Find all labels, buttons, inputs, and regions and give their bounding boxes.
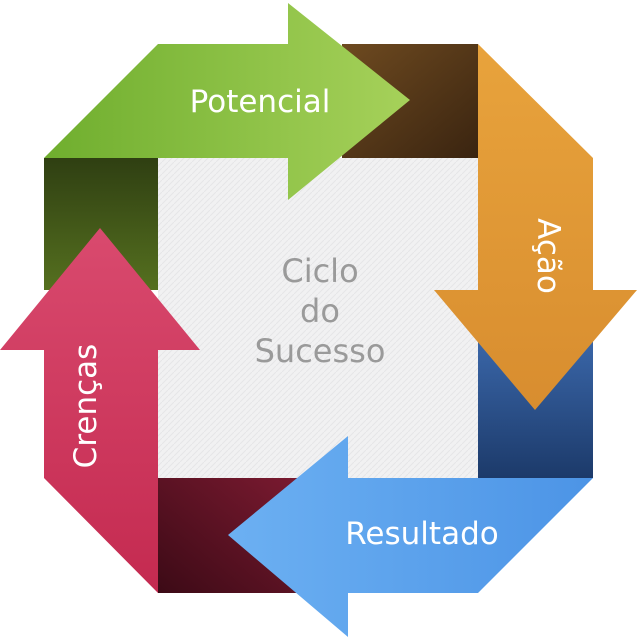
arrow-acao: [434, 44, 637, 410]
label-resultado: Resultado: [345, 516, 498, 552]
arrow-crencas: [0, 228, 200, 593]
center-panel: [158, 158, 478, 480]
arrow-resultado: [228, 436, 593, 637]
center-line-2: do: [300, 292, 340, 330]
center-line-1: Ciclo: [281, 252, 358, 290]
label-crencas: Crenças: [68, 344, 104, 469]
arrow-potencial: [44, 3, 410, 200]
label-acao: Ação: [530, 218, 566, 294]
label-potencial: Potencial: [190, 84, 331, 120]
center-line-3: Sucesso: [255, 332, 386, 370]
